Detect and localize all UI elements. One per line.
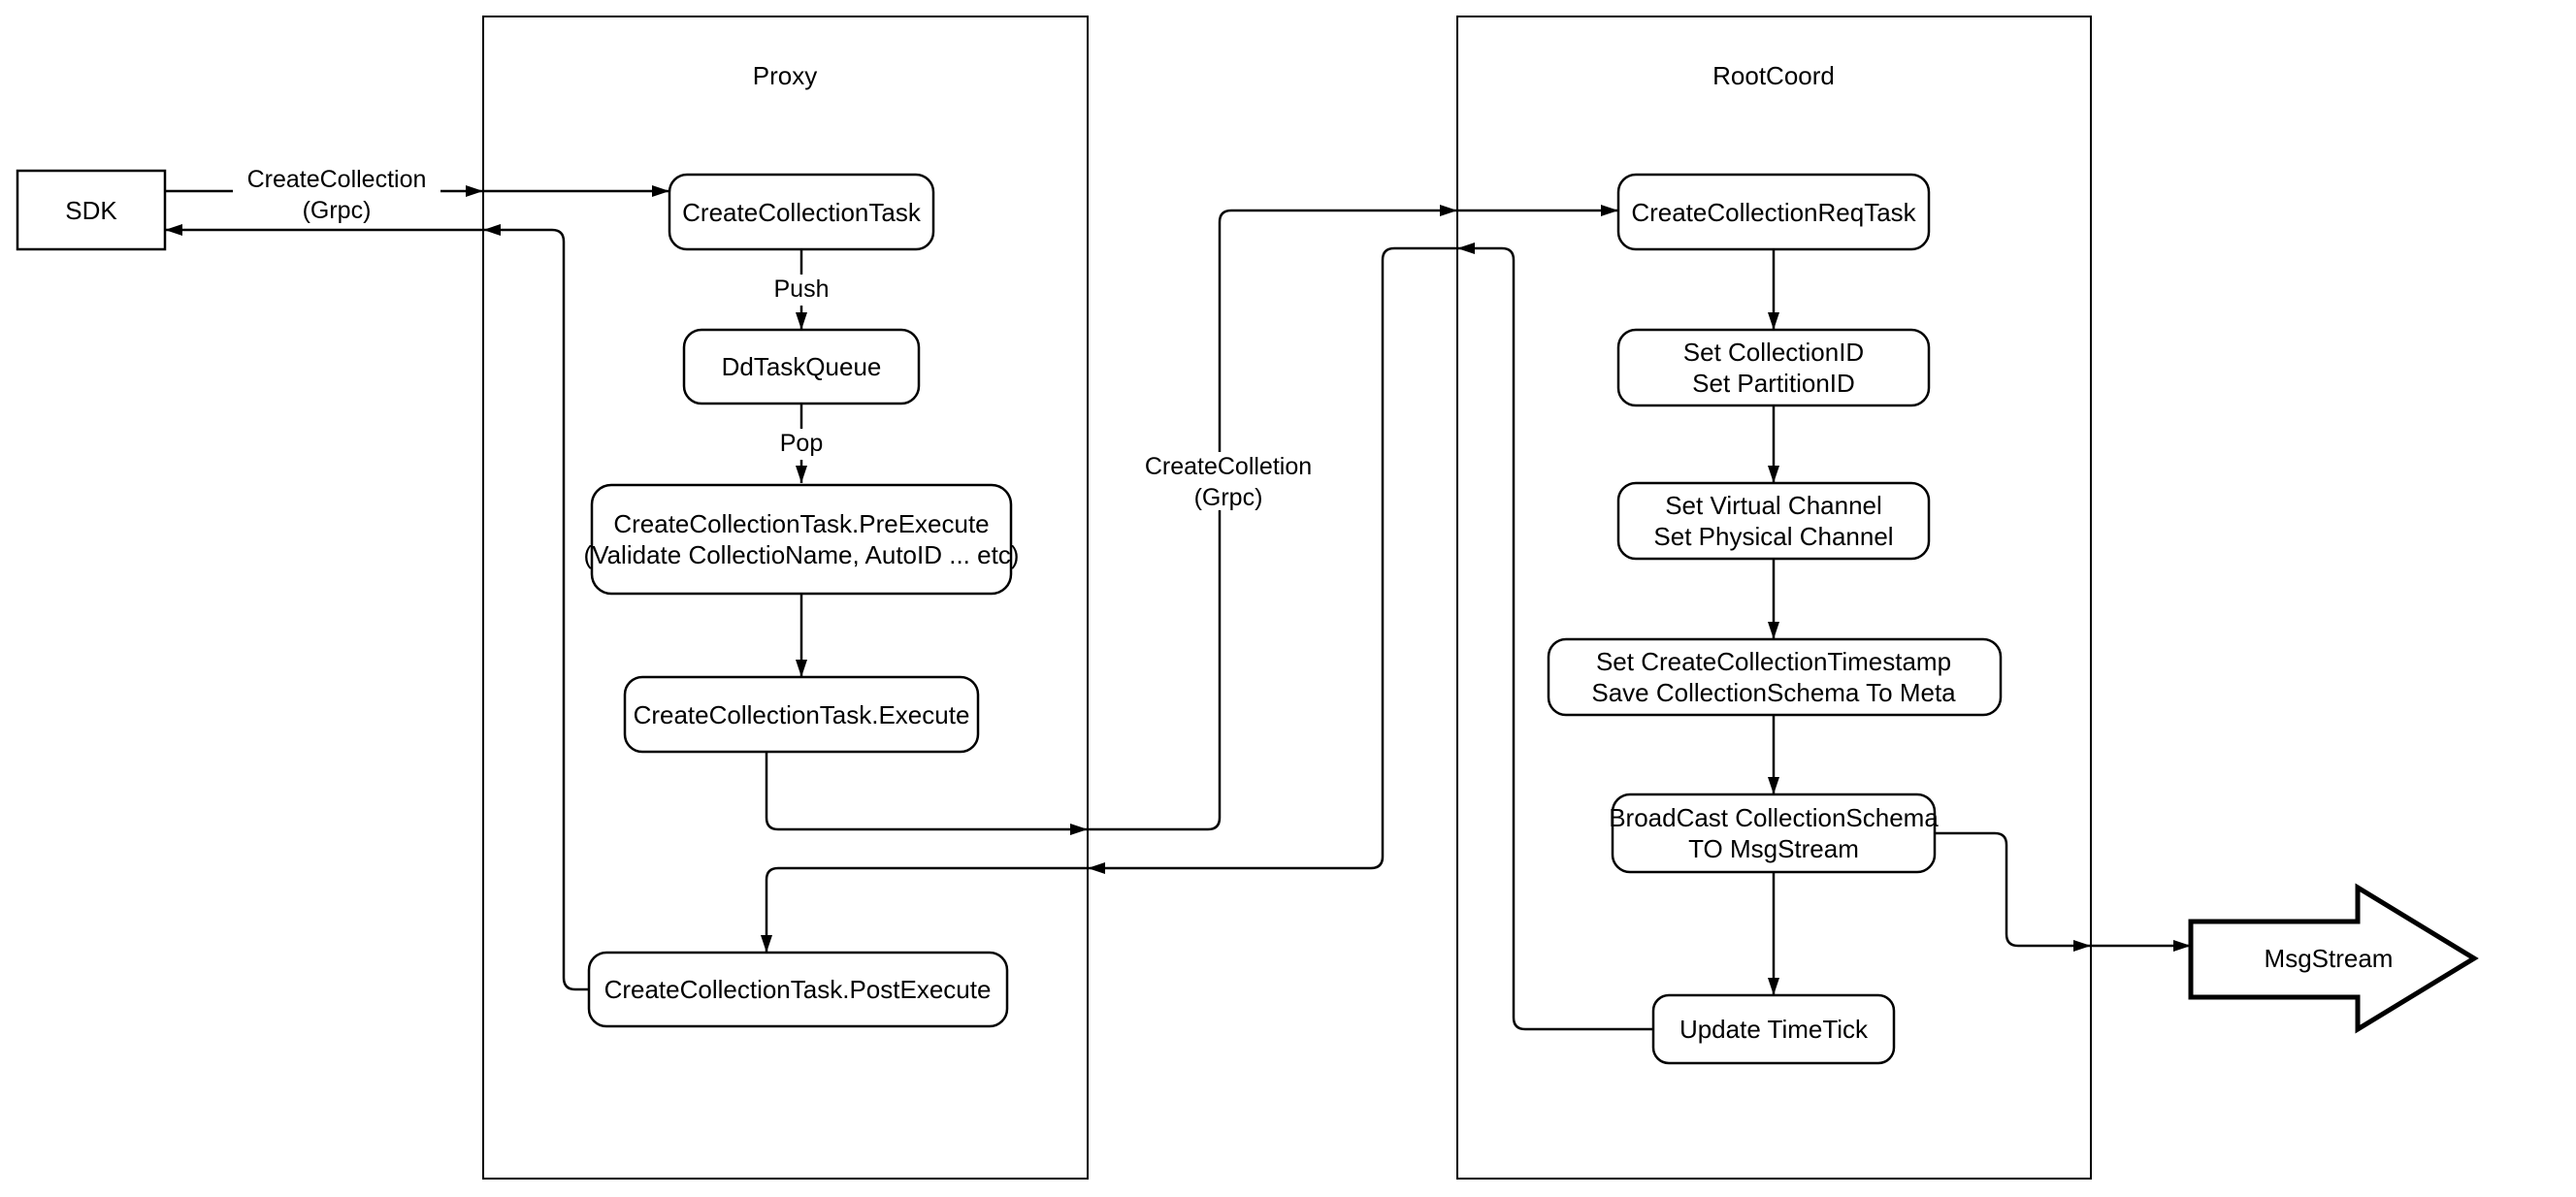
node-broadcast-line2: TO MsgStream [1688, 834, 1859, 863]
node-set-channels: Set Virtual Channel Set Physical Channel [1616, 481, 1931, 561]
label-pop: Pop [771, 429, 831, 460]
label-push: Push [767, 275, 835, 306]
label-create-colletion-grpc-line1: CreateColletion [1145, 453, 1312, 480]
node-sdk-label: SDK [65, 196, 117, 225]
node-broadcast-line1: BroadCast CollectionSchema [1609, 803, 1939, 832]
label-create-collection-grpc-line2: (Grpc) [303, 197, 372, 224]
node-pre-execute-line2: (Validate CollectioName, AutoID ... etc) [584, 540, 1020, 569]
node-set-timestamp-line1: Set CreateCollectionTimestamp [1596, 647, 1951, 676]
edge-grpc-riser-to-rootcoord-edge [1088, 205, 1457, 831]
node-execute: CreateCollectionTask.Execute [623, 675, 980, 754]
node-set-ids-line1: Set CollectionID [1683, 338, 1864, 367]
node-update-timetick: Update TimeTick [1651, 993, 1896, 1065]
edge-return-to-proxy-edge [1088, 246, 1457, 874]
node-create-collection-req-task: CreateCollectionReqTask [1616, 173, 1931, 251]
edge-post-execute-to-proxy-edge [483, 224, 589, 991]
node-set-timestamp-line2: Save CollectionSchema To Meta [1591, 678, 1956, 707]
node-broadcast: BroadCast CollectionSchema TO MsgStream [1609, 793, 1939, 874]
label-pop-text: Pop [780, 430, 823, 457]
edge-return-to-post-execute [761, 866, 1088, 953]
node-set-ids-line2: Set PartitionID [1692, 369, 1855, 398]
node-msgstream: MsgStream [2188, 883, 2479, 1034]
label-create-colletion-grpc-line2: (Grpc) [1194, 484, 1263, 511]
node-post-execute: CreateCollectionTask.PostExecute [587, 951, 1009, 1028]
node-set-channels-line1: Set Virtual Channel [1665, 491, 1882, 520]
node-post-execute-label: CreateCollectionTask.PostExecute [604, 975, 992, 1004]
node-update-timetick-label: Update TimeTick [1679, 1015, 1869, 1044]
node-pre-execute-line1: CreateCollectionTask.PreExecute [613, 509, 989, 538]
label-create-collection-grpc: CreateCollection (Grpc) [233, 165, 440, 224]
label-create-collection-grpc-line1: CreateCollection [247, 166, 427, 193]
node-pre-execute: CreateCollectionTask.PreExecute (Validat… [584, 483, 1020, 596]
edge-update-timetick-to-rootcoord-edge [1457, 243, 1653, 1031]
msgstream-block-arrow-shape [2188, 883, 2479, 1034]
node-dd-task-queue-label: DdTaskQueue [722, 352, 882, 381]
node-create-collection-req-task-label: CreateCollectionReqTask [1631, 198, 1916, 227]
node-set-channels-line2: Set Physical Channel [1653, 522, 1893, 551]
node-dd-task-queue: DdTaskQueue [682, 328, 921, 405]
container-proxy-title: Proxy [753, 61, 817, 90]
node-execute-label: CreateCollectionTask.Execute [634, 700, 970, 729]
edge-execute-to-proxy-edge [765, 752, 1088, 835]
node-create-collection-task: CreateCollectionTask [668, 173, 935, 251]
label-create-colletion-grpc: CreateColletion (Grpc) [1127, 452, 1329, 511]
node-set-timestamp: Set CreateCollectionTimestamp Save Colle… [1547, 637, 2003, 717]
node-set-ids: Set CollectionID Set PartitionID [1616, 328, 1931, 407]
edge-broadcast-to-rootcoord-edge [1935, 831, 2091, 952]
container-rootcoord-title: RootCoord [1712, 61, 1835, 90]
label-push-text: Push [774, 275, 830, 303]
node-create-collection-task-label: CreateCollectionTask [682, 198, 922, 227]
node-msgstream-label: MsgStream [2265, 944, 2394, 973]
node-sdk: SDK [16, 169, 167, 251]
